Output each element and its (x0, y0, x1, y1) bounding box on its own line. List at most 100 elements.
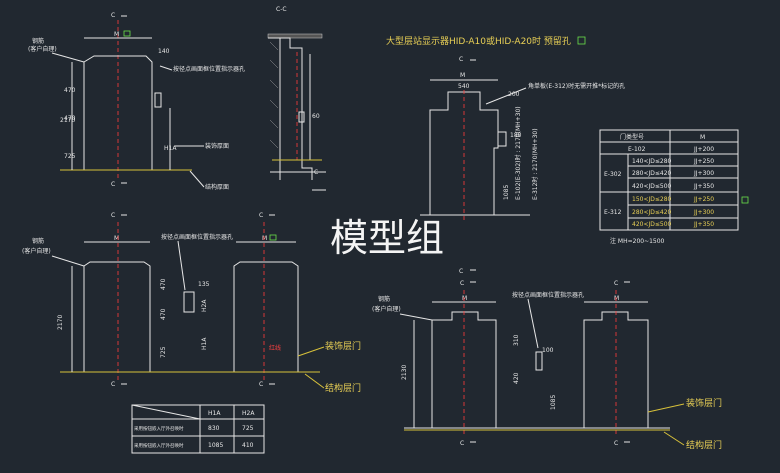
dim-1085-br: 1085 (550, 395, 557, 410)
dim-540: 540 (458, 83, 470, 90)
h-table: H1A H2A 采用按钮嵌入厅外召唤时 830 725 采用按钮嵌入厅外召唤时 … (131, 404, 265, 454)
decor-face-label: 装饰厚面 (205, 142, 229, 150)
section-mark-c-br-bot-left: C (460, 440, 464, 447)
mh-e302-value-1: JJ+250 (693, 158, 714, 165)
mh-e312-range-1: 150<JD≤280 (632, 196, 672, 203)
h-table-col2: H2A (242, 410, 255, 417)
mh-e302-range-3: 420<JD≤500 (632, 183, 672, 190)
dim-60: 60 (312, 113, 320, 120)
watermark: 模型组 (330, 216, 444, 260)
dim-140: 140 (158, 48, 170, 55)
dim-2130: 2130 (401, 365, 408, 380)
m-label-top-left: M (114, 31, 119, 38)
section-mark-c-br-left: C (460, 280, 464, 287)
h-table-row1-h2a: 725 (242, 425, 254, 432)
bottom-right-door-elevation: C C M M 钢筋 (客户自理) 2130 按径点画面框位置指示器孔 100 … (372, 280, 722, 451)
drawing-title: 大型层站显示器HID-A10或HID-A20时 预留孔 (386, 35, 571, 47)
mh-table-note: 注 MH=200~1500 (610, 237, 665, 245)
dim-2170-mid: 2170 (57, 315, 64, 330)
right-hole-note: 角单板(E-312)时无需开推*标记的孔 (528, 82, 625, 90)
steel-ribs-label: 钢筋 (32, 37, 44, 45)
mh-e302-value-3: JJ+350 (693, 183, 714, 190)
h-table-row2-h2a: 410 (242, 442, 254, 449)
customer-supply-label: (客户自理) (28, 45, 57, 53)
mh-table-header-left: 门类型号 (620, 133, 644, 141)
h-table-row1-label: 采用按钮嵌入厅外召唤时 (134, 425, 184, 432)
m-flag-icon-mid (269, 234, 277, 241)
section-mark-c-right-bot: C (459, 268, 463, 275)
dim-470b: 470 (64, 115, 76, 122)
section-mark-c-right-top: C (459, 56, 463, 63)
dim-180: 180 (510, 132, 522, 139)
h-table-row2-h1a: 1085 (208, 442, 223, 449)
mh-e302-range-1: 140<JD≤280 (632, 158, 672, 165)
m-label-right: M (460, 72, 465, 79)
dim-470: 470 (64, 87, 76, 94)
dim-725: 725 (64, 153, 76, 160)
mh-row-e102-value: JJ+200 (693, 146, 714, 153)
section-mark-c-mid-bot-left: C (111, 381, 115, 388)
customer-supply-label-mid: (客户自理) (22, 247, 51, 255)
dim-200: 200 (508, 91, 520, 98)
section-mark-c-mid-left: C (111, 212, 115, 219)
struct-door-label-mid: 结构层门 (325, 382, 361, 394)
dim-725-mid: 725 (160, 346, 167, 358)
hole-note-br: 按径点画面框位置指示器孔 (512, 291, 584, 299)
section-mark-c-top: C (111, 12, 115, 19)
h1a-label-mid: H1A (201, 337, 208, 350)
mh-e302-value-2: JJ+300 (693, 170, 714, 177)
mh-e312-value-3: JJ+350 (693, 221, 714, 228)
red-note: 红线 (269, 344, 281, 352)
mh-e312-value-2: JJ+300 (693, 209, 714, 216)
dim-420: 420 (513, 372, 520, 384)
dim-135: 135 (198, 281, 210, 288)
steel-ribs-label-mid: 钢筋 (32, 237, 44, 245)
hole-note-mid: 按径点画面框位置指示器孔 (161, 233, 233, 241)
mh-e302-range-2: 280<JD≤420 (632, 170, 672, 177)
decor-door-label-mid: 装饰层门 (325, 340, 361, 352)
mh-e312-range-2: 280<JD≤420 (632, 209, 672, 216)
h-table-row2-label: 采用按钮嵌入厅外召唤时 (134, 442, 184, 449)
section-cc-label: C-C (276, 6, 287, 13)
section-mark-c-bottom: C (111, 181, 115, 188)
section-c-mark-mid: C (314, 169, 318, 176)
section-mark-c-br-right: C (614, 280, 618, 287)
h-table-row1-h1a: 830 (208, 425, 220, 432)
dim-100: 100 (542, 347, 554, 354)
section-mark-c-mid-bot-right: C (259, 381, 263, 388)
m-label-mid-left: M (114, 235, 119, 242)
section-cc-detail: C-C 60 C (267, 6, 326, 191)
h2a-label-mid: H2A (201, 299, 208, 312)
title-flag-icon (577, 36, 586, 45)
h1a-label-top: H1A (164, 145, 177, 152)
struct-door-label-br: 结构层门 (686, 439, 722, 451)
h-table-col1: H1A (208, 410, 221, 417)
dim-470b-mid: 470 (160, 308, 167, 320)
m-label-mid-right: M (262, 235, 267, 242)
m-label-br-right: M (614, 295, 619, 302)
decor-door-label-br: 装饰层门 (686, 397, 722, 409)
right-hole-elevation: C M 540 角单板(E-312)时无需开推*标记的孔 200 180 E-1… (420, 56, 625, 275)
m-flag-icon (123, 30, 131, 37)
mh-table-header-right: M (700, 134, 705, 141)
mh-row-e302-label: E-302 (604, 171, 622, 178)
mh-table: 门类型号 M E-102 JJ+200 E-302 E-312 140<JD≤2… (599, 129, 749, 245)
dim-310: 310 (513, 334, 520, 346)
dim-2170: 2170 (60, 117, 75, 124)
section-mark-c-mid-right: C (259, 212, 263, 219)
middle-left-door-elevation: C C M M 钢筋 (客户自理) 2170 按径点画面框位置指示器孔 135 … (22, 212, 361, 394)
section-mark-c-br-bot-right: C (614, 440, 618, 447)
dim-1085: 1085 (503, 185, 510, 200)
struct-face-label: 结构厚面 (205, 183, 229, 191)
side-note-2: E-312时 : 2170(MH+30) (531, 128, 539, 200)
steel-ribs-label-br: 钢筋 (378, 295, 390, 303)
m-label-br-left: M (462, 295, 467, 302)
mh-e312-value-1: JJ+250 (693, 196, 714, 203)
side-note-1: E-102(E-302)时 : 2170(MH+30) (514, 106, 522, 200)
table-flag-icon (741, 196, 749, 204)
dim-470-mid: 470 (160, 278, 167, 290)
mh-e312-range-3: 420<JD≤500 (632, 221, 672, 228)
hole-note-top: 按径点画面框位置指示器孔 (173, 65, 245, 73)
customer-supply-label-br: (客户自理) (372, 305, 401, 313)
